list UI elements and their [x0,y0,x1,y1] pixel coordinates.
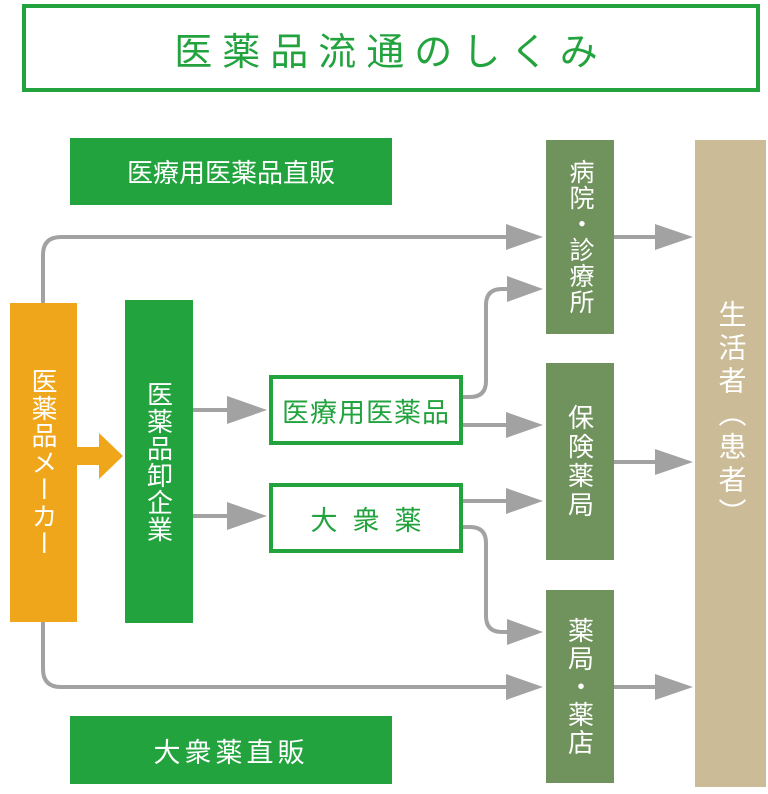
box-rx-drugs-label: 医療用医薬品 [282,397,450,428]
label-direct-rx-sales: 医療用医薬品直販 [70,138,392,205]
box-rx-drugs: 医療用医薬品 [269,375,463,445]
arrow-insurance-pharmacy-to-consumer [614,449,693,475]
arrow-rx-drugs-to-insurance-pharmacy [463,412,543,438]
box-drugstore-label: 薬局・薬店 [564,616,595,757]
arrow-otc-drugs-to-insurance-pharmacy [463,488,543,514]
box-pharma-maker: 医薬品メーカー [10,303,77,622]
box-hospital-clinic: 病院・診療所 [546,140,614,334]
diagram-title: 医薬品流通のしくみ [174,31,608,74]
box-hospital-clinic-label: 病院・診療所 [566,159,594,315]
box-insurance-pharmacy: 保険薬局 [546,363,614,560]
box-otc-drugs: 大衆薬 [269,483,463,553]
box-wholesaler: 医薬品卸企業 [125,300,193,623]
box-wholesaler-label: 医薬品卸企業 [143,380,174,543]
diagram-title-box: 医薬品流通のしくみ [22,4,760,92]
label-direct-otc-sales: 大衆薬直販 [70,716,392,784]
box-consumer-patient-label: 生活者（患者） [715,300,747,531]
label-direct-rx-sales-text: 医療用医薬品直販 [126,158,335,188]
box-drugstore: 薬局・薬店 [546,590,614,783]
box-consumer-patient: 生活者（患者） [695,140,766,787]
arrow-otc-drugs-to-drugstore [463,525,543,645]
box-pharma-maker-label: 医薬品メーカー [28,368,58,557]
arrow-drugstore-to-consumer [614,674,693,700]
arrow-maker-to-drugstore-direct [41,610,543,700]
box-otc-drugs-label: 大衆薬 [310,505,437,536]
label-direct-otc-sales-text: 大衆薬直販 [153,737,309,768]
box-insurance-pharmacy-label: 保険薬局 [564,403,595,520]
arrow-maker-to-wholesaler [77,433,123,479]
arrow-hospital-to-consumer [614,224,693,250]
arrow-rx-drugs-to-hospital [463,276,543,399]
arrow-wholesaler-to-rx-drugs [193,396,267,424]
arrow-maker-to-hospital-direct [41,224,543,315]
arrow-wholesaler-to-otc-drugs [193,502,267,530]
